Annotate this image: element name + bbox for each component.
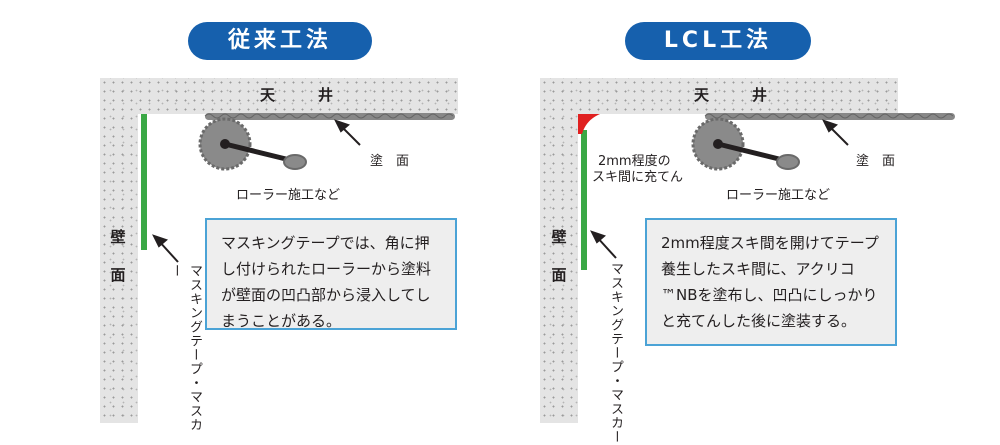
tape-label: マスキングテープ・マスカー — [168, 264, 202, 432]
paint-coat-texture — [204, 113, 454, 119]
gap-label-line-2: スキ間に充てん — [592, 170, 684, 185]
ceiling — [540, 78, 898, 114]
ceiling — [100, 78, 458, 114]
ceiling-label: 天 井 — [694, 86, 782, 104]
lcl-note: 2mm程度スキ間を開けてテープ養生したスキ間に、アクリコ™NBを塗布し、凹凸にし… — [645, 218, 897, 346]
conventional-method-badge: 従来工法 — [188, 22, 372, 60]
wall-label-1: 壁 — [551, 228, 567, 246]
ceiling-label: 天 井 — [260, 86, 348, 104]
gap-label-line-1: 2mm程度の — [598, 154, 671, 169]
roller-label: ローラー施工など — [726, 188, 831, 203]
tape-arrow — [152, 234, 179, 263]
paint-arrow — [822, 119, 849, 146]
lcl-diagram-graphics — [578, 113, 955, 259]
lcl-method-badge: LCL工法 — [625, 22, 811, 60]
roller-label: ローラー施工など — [236, 188, 341, 203]
paint-label: 塗 面 — [856, 154, 896, 169]
tape-label: マスキングテープ・マスカー — [608, 262, 623, 444]
paint-coat-texture — [704, 113, 954, 119]
conventional-diagram-graphics — [152, 113, 455, 263]
masking-tape — [141, 114, 147, 250]
lcl-method-panel: LCL工法 天 井 2mm程度の スキ間に充てん 塗 面 ローラー施工など 壁 … — [500, 0, 1000, 445]
wall-label-2: 面 — [551, 266, 567, 284]
wall — [100, 78, 138, 423]
conventional-note: マスキングテープでは、角に押し付けられたローラーから塗料が壁面の凹凸部から浸入し… — [205, 218, 457, 330]
wall-label-1: 壁 — [110, 228, 126, 246]
wall — [540, 78, 578, 423]
roller-icon — [198, 117, 307, 171]
sealant-fill — [578, 114, 600, 134]
paint-label: 塗 面 — [370, 154, 410, 169]
paint-arrow — [334, 119, 361, 146]
conventional-method-panel: 従来工法 天 井 塗 面 ローラー施工など 壁 面 マスキングテープ・マスカー — [100, 22, 458, 432]
roller-icon — [691, 117, 800, 171]
masking-tape — [581, 130, 587, 270]
wall-label-2: 面 — [110, 266, 126, 284]
tape-arrow — [590, 230, 617, 259]
